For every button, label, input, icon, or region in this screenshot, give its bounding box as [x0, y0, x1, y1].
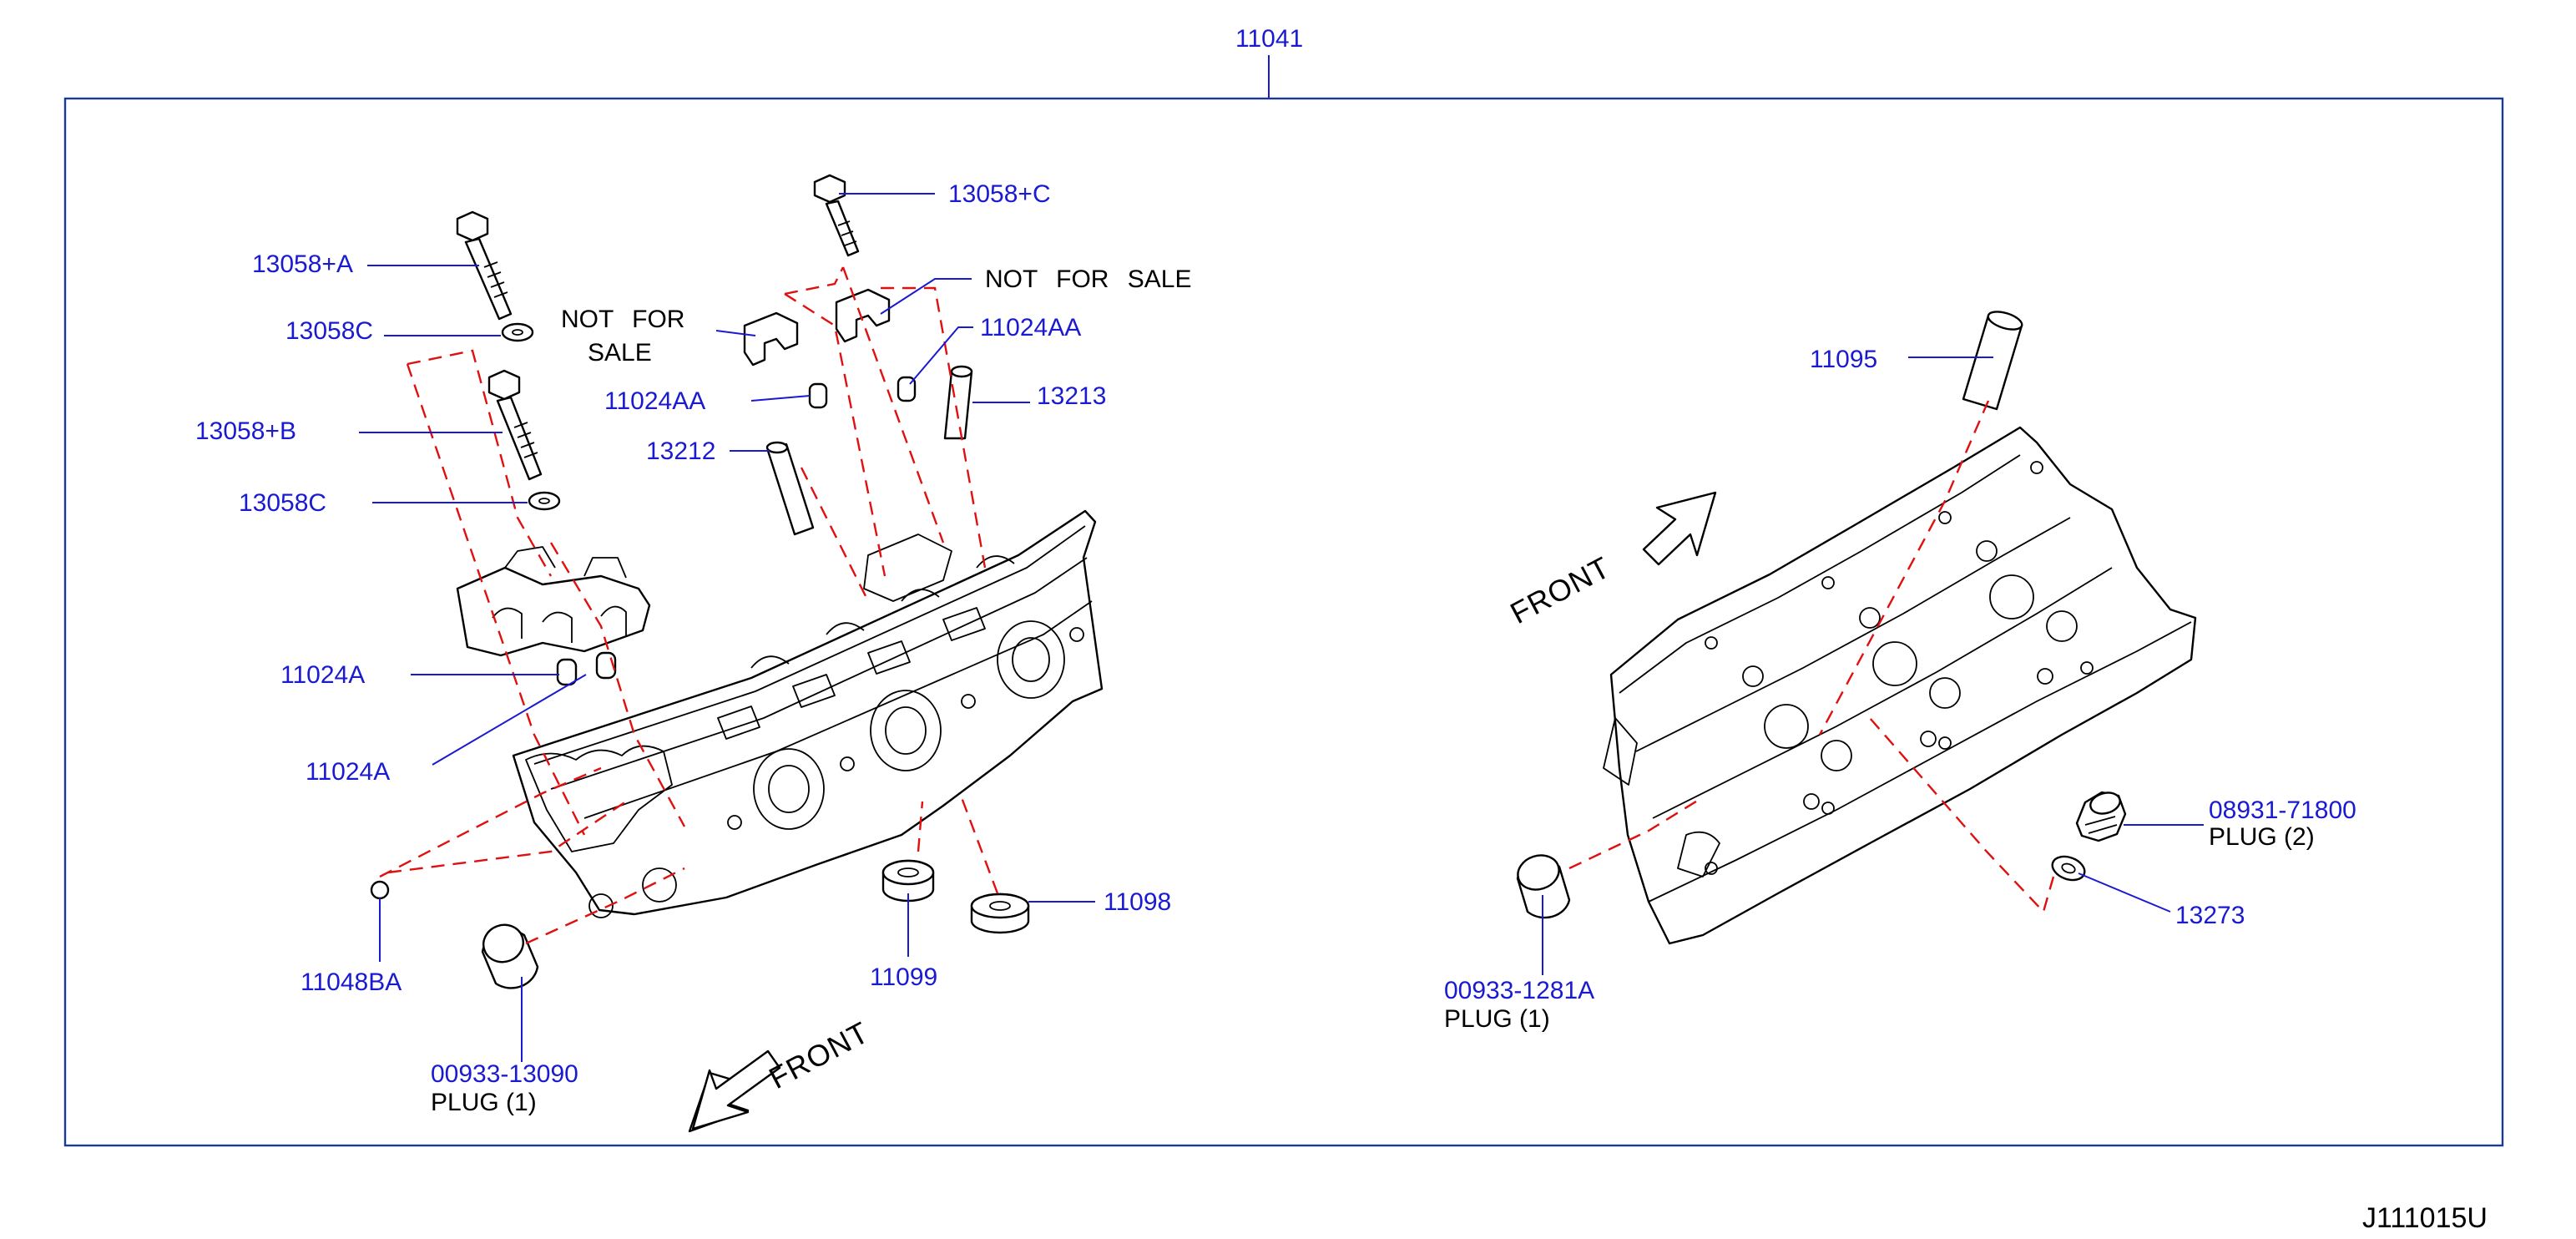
callout-13212[interactable]: 13212 [646, 437, 715, 465]
washer-13273 [2051, 855, 2086, 882]
seal-11098 [970, 893, 1030, 934]
leader-lines [359, 193, 2204, 1062]
sleeve-11095 [1962, 311, 2023, 411]
dowel-11024AA-left [808, 382, 828, 409]
callout-11099[interactable]: 11099 [870, 963, 937, 991]
callout-13058C-2[interactable]: 13058C [239, 489, 326, 517]
assembly-label[interactable]: 11041 [1235, 25, 1303, 53]
callout-13058C-1[interactable]: 13058C [285, 317, 373, 345]
plug-00933-1281A [1516, 854, 1571, 919]
front-arrow-right [1642, 491, 1717, 566]
dowels-11024A [556, 651, 617, 686]
callout-11048BA[interactable]: 11048BA [301, 968, 402, 996]
drawing-id: J111015U [2362, 1202, 2488, 1234]
left-assembly-lines [379, 266, 999, 945]
right-assembly-lines [1568, 400, 2055, 914]
callout-11098[interactable]: 11098 [1104, 888, 1171, 916]
front-arrow-left [688, 1049, 781, 1133]
washer-13058C-bottom [528, 491, 561, 511]
diagram-frame [63, 97, 2504, 1147]
callout-11095[interactable]: 11095 [1810, 346, 1877, 373]
bolt-13058C-plus [813, 174, 860, 257]
not-for-sale-left-line1: NOT FOR [561, 306, 684, 333]
left-front-bracket [456, 546, 651, 657]
left-cylinder-head [512, 509, 1104, 918]
callout-11024AA-1[interactable]: 11024AA [604, 387, 705, 415]
callout-08931-71800[interactable]: 08931-71800 [2209, 796, 2356, 824]
front-label-left: FRONT [764, 1014, 875, 1095]
bolt-13058A [456, 210, 513, 321]
washer-13058C-top [501, 322, 534, 342]
not-for-sale-right: NOT FOR SALE [985, 266, 1192, 293]
callout-13058B[interactable]: 13058+B [195, 417, 296, 445]
seal-11099 [881, 859, 935, 903]
callout-13058C-plus[interactable]: 13058+C [948, 180, 1051, 208]
sleeve-13213 [943, 365, 973, 440]
cap-not-for-sale-left [743, 288, 891, 367]
callout-11024A-2[interactable]: 11024A [306, 758, 390, 786]
sleeve-13212 [765, 441, 815, 536]
callout-00933-1281A[interactable]: 00933-1281A [1444, 977, 1594, 1004]
callout-13058A[interactable]: 13058+A [252, 250, 353, 278]
callout-00933-13090[interactable]: 00933-13090 [431, 1060, 578, 1088]
callout-11024AA-2[interactable]: 11024AA [980, 314, 1081, 341]
plug-08931-71800 [2075, 791, 2127, 842]
right-cylinder-head [1603, 426, 2197, 945]
callout-11024A-1[interactable]: 11024A [280, 661, 365, 689]
not-for-sale-left-line2: SALE [588, 339, 652, 367]
plug-qty-2: PLUG (2) [2209, 823, 2315, 851]
plug-qty-left: PLUG (1) [431, 1089, 537, 1116]
bolt-13058B [487, 369, 543, 481]
plug-00933-13090 [481, 923, 539, 989]
ball-11048BA [370, 880, 390, 900]
plug-qty-right: PLUG (1) [1444, 1005, 1550, 1033]
front-label-right: FRONT [1505, 549, 1616, 630]
callout-13213[interactable]: 13213 [1037, 382, 1106, 410]
callout-13273[interactable]: 13273 [2175, 902, 2245, 929]
